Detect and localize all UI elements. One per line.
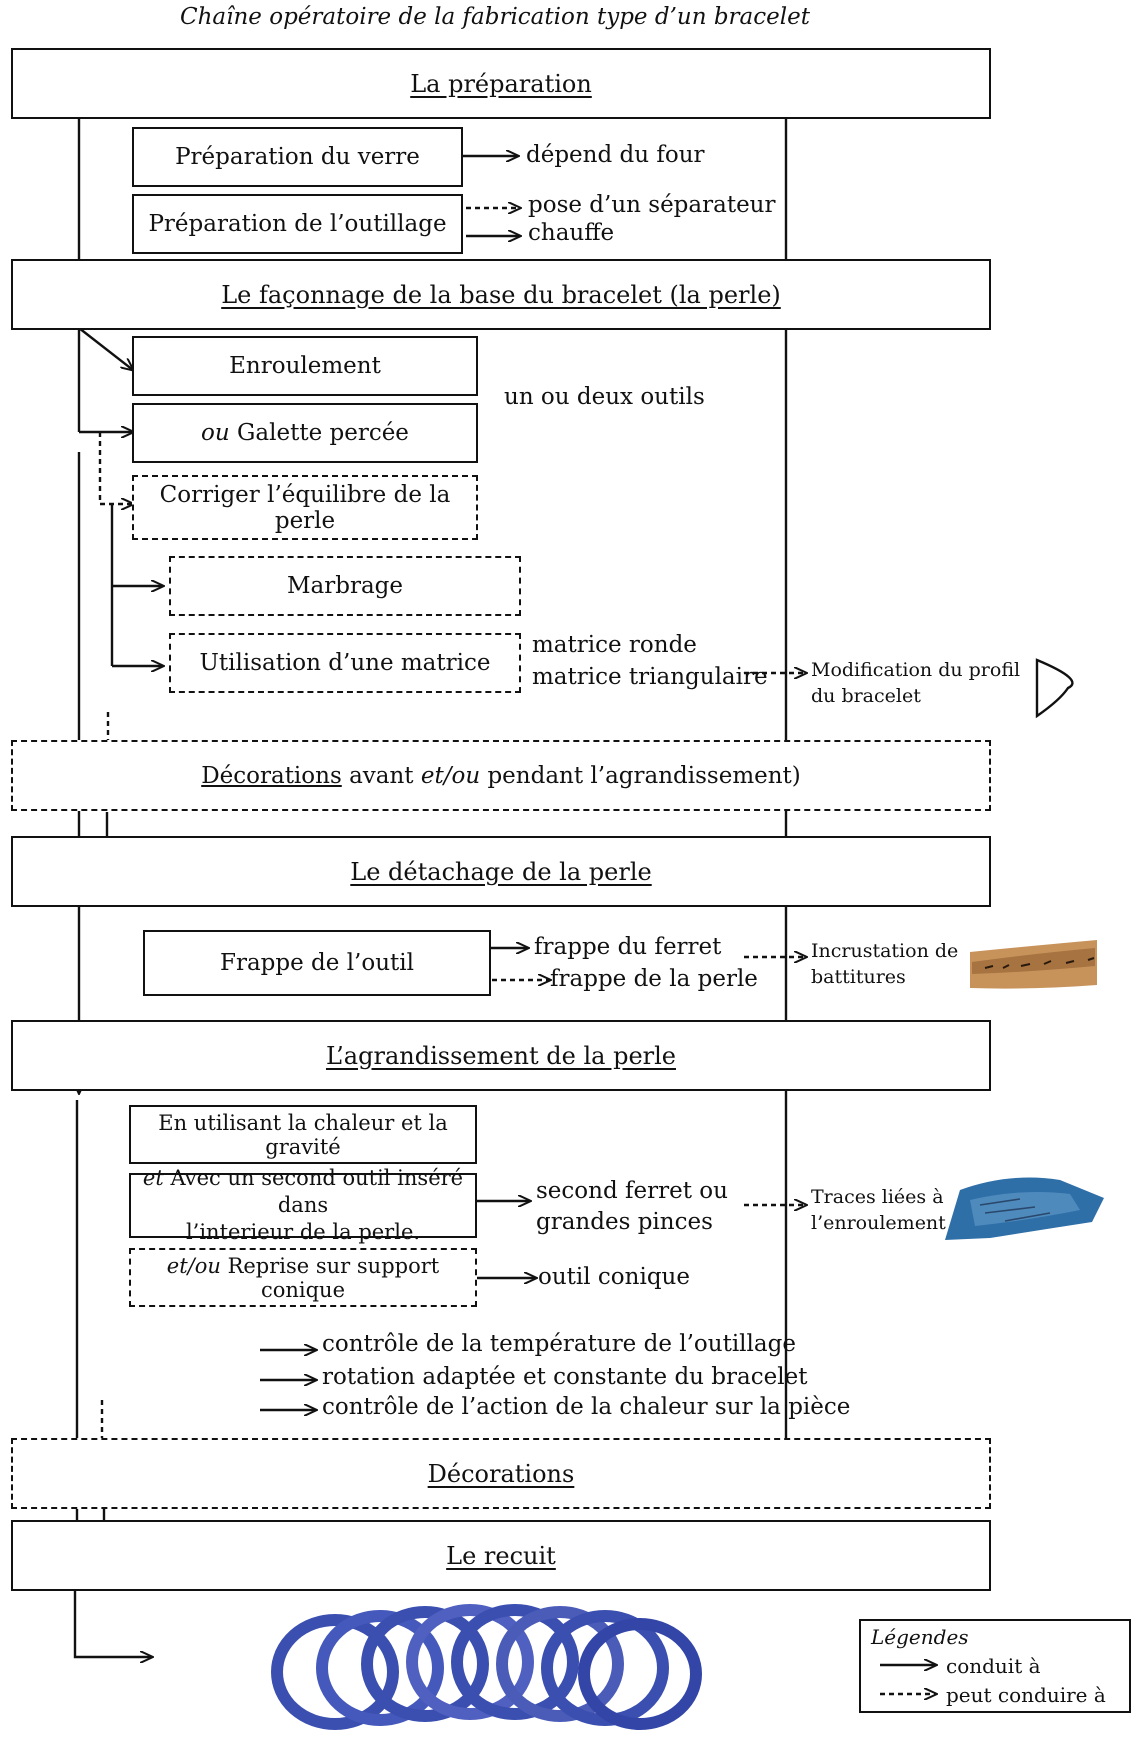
effect-incrustation-line2: battitures (811, 966, 906, 988)
battitures-image (970, 940, 1097, 989)
section-detachage: Le détachage de la perle (11, 836, 991, 907)
outcome-separateur: pose d’un séparateur (528, 192, 776, 218)
effect-profil-line2: du bracelet (811, 685, 921, 707)
step-reprise-label: et/ou Reprise sur support conique (166, 1253, 440, 1302)
outcome-rotation: rotation adaptée et constante du bracele… (322, 1364, 808, 1390)
step-preparation-verre-label: Préparation du verre (175, 144, 420, 170)
step-preparation-outillage-label: Préparation de l’outillage (148, 211, 447, 237)
step-marbrage-label: Marbrage (286, 573, 404, 599)
outcome-matrice-triangulaire: matrice triangulaire (532, 664, 768, 690)
step-second-outil: et Avec un second outil inséré dans l’in… (129, 1166, 477, 1244)
step-second-outil-line1: et Avec un second outil inséré dans (142, 1165, 464, 1217)
section-preparation-label: La préparation (410, 69, 592, 98)
step-marbrage: Marbrage (169, 556, 521, 616)
diagram-title: Chaîne opératoire de la fabrication type… (180, 4, 810, 30)
effect-traces-line2: l’enroulement (811, 1212, 946, 1234)
outcome-matrice-ronde: matrice ronde (532, 632, 697, 658)
outcome-four: dépend du four (526, 142, 705, 168)
fragment-image (945, 1177, 1104, 1240)
outcome-frappe-perle: frappe de la perle (550, 966, 758, 992)
step-frappe: Frappe de l’outil (143, 930, 491, 996)
section-faconnage: Le façonnage de la base du bracelet (la … (11, 259, 991, 330)
outcome-controle-temperature: contrôle de la température de l’outillag… (322, 1331, 796, 1357)
step-matrice: Utilisation d’une matrice (169, 633, 521, 693)
step-corriger-label: Corriger l’équilibre de la perle (159, 481, 451, 534)
section-recuit-label: Le recuit (446, 1541, 556, 1570)
section-faconnage-label: Le façonnage de la base du bracelet (la … (221, 280, 781, 309)
outcome-outil-conique: outil conique (538, 1264, 690, 1290)
step-preparation-verre: Préparation du verre (132, 127, 463, 187)
step-enroulement-label: Enroulement (229, 353, 381, 379)
legend: Légendes conduit à peut conduire à (859, 1619, 1131, 1713)
profile-shape (1035, 658, 1074, 719)
section-decorations-1-label: Décorations avant et/ou pendant l’agrand… (201, 762, 801, 789)
step-galette-label: ou Galette percée (201, 420, 409, 446)
step-matrice-label: Utilisation d’une matrice (199, 650, 491, 676)
step-chaleur: En utilisant la chaleur et la gravité (129, 1105, 477, 1164)
section-decorations-1: Décorations avant et/ou pendant l’agrand… (11, 740, 991, 811)
step-corriger: Corriger l’équilibre de la perle (132, 475, 478, 540)
step-second-outil-line2: l’interieur de la perle. (185, 1220, 421, 1245)
step-enroulement: Enroulement (132, 336, 478, 396)
section-preparation: La préparation (11, 48, 991, 119)
step-frappe-label: Frappe de l’outil (220, 950, 414, 976)
legend-title: Légendes (871, 1625, 969, 1649)
section-agrandissement-label: L’agrandissement de la perle (325, 1041, 676, 1070)
outcome-controle-chaleur: contrôle de l’action de la chaleur sur l… (322, 1394, 851, 1420)
legend-solid-label: conduit à (946, 1654, 1041, 1678)
section-decorations-2: Décorations (11, 1438, 991, 1509)
section-agrandissement: L’agrandissement de la perle (11, 1020, 991, 1091)
outcome-chauffe: chauffe (528, 220, 615, 246)
effect-incrustation-line1: Incrustation de (811, 940, 959, 962)
section-decorations-2-label: Décorations (427, 1459, 575, 1488)
step-reprise: et/ou Reprise sur support conique (129, 1248, 477, 1307)
outcome-grandes-pinces: grandes pinces (536, 1209, 713, 1235)
outcome-frappe-ferret: frappe du ferret (534, 934, 722, 960)
step-galette: ou Galette percée (132, 403, 478, 463)
step-chaleur-label: En utilisant la chaleur et la gravité (158, 1110, 448, 1159)
step-preparation-outillage: Préparation de l’outillage (132, 194, 463, 254)
section-detachage-label: Le détachage de la perle (350, 857, 652, 886)
effect-traces-line1: Traces liées à (811, 1186, 944, 1208)
bracelets-image (271, 1604, 702, 1730)
effect-profil-line1: Modification du profil (811, 659, 1021, 681)
outcome-second-ferret: second ferret ou (536, 1178, 728, 1204)
legend-dotted-label: peut conduire à (946, 1683, 1106, 1707)
outcome-outils: un ou deux outils (504, 384, 705, 410)
section-recuit: Le recuit (11, 1520, 991, 1591)
